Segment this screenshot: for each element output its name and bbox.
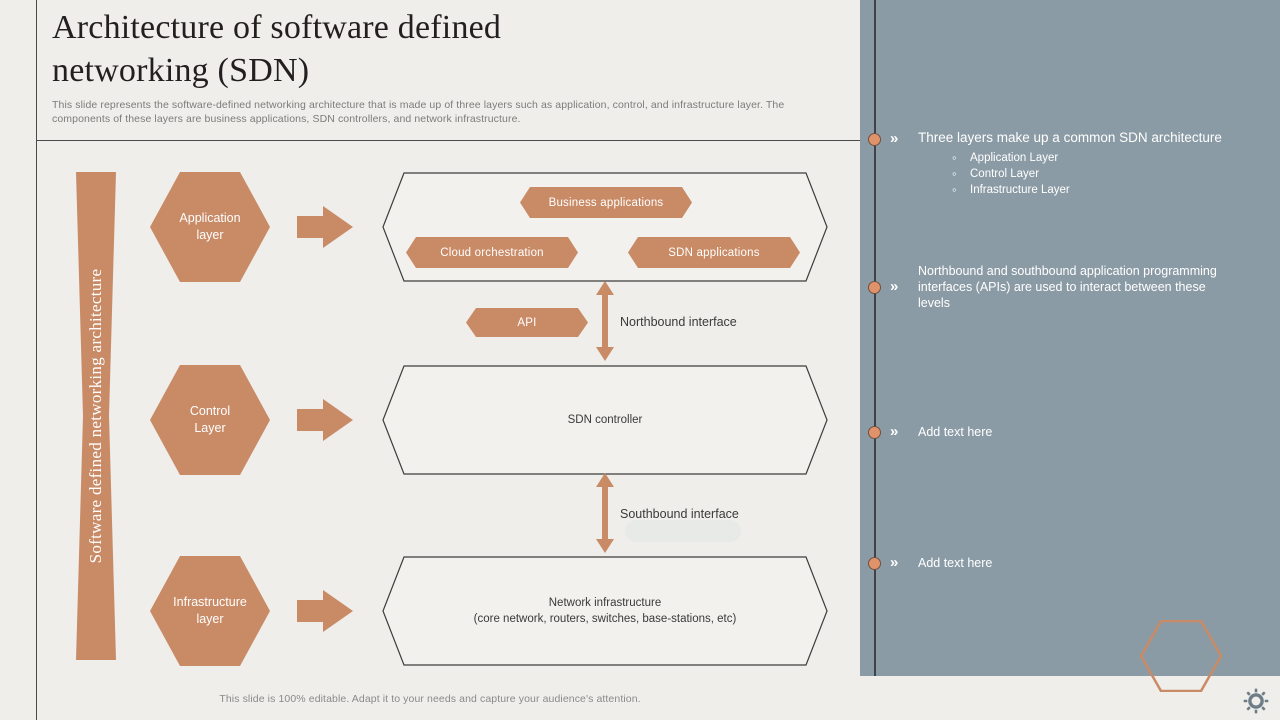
panel-item-3-text: Add text here	[918, 425, 993, 439]
panel-item-2-text: Northbound and southbound application pr…	[918, 264, 1217, 310]
panel-item-1-text: Three layers make up a common SDN archit…	[918, 130, 1222, 145]
panel-item-4-text: Add text here	[918, 556, 993, 570]
api-label: API	[517, 316, 537, 329]
application-layer-hexagon[interactable]	[150, 172, 270, 282]
application-layer-label-line2: layer	[196, 228, 224, 242]
infrastructure-layer-label-line1: Infrastructure	[173, 595, 247, 609]
infrastructure-layer-box[interactable]	[382, 556, 828, 666]
timeline-dot-icon	[868, 557, 881, 570]
gear-icon[interactable]	[1243, 688, 1269, 714]
network-infrastructure-title: Network infrastructure	[548, 597, 662, 609]
control-layer-hexagon[interactable]	[150, 365, 270, 475]
sdn-controller-label: SDN controller	[567, 414, 643, 426]
business-applications-label: Business applications	[548, 196, 664, 209]
timeline-dot-icon	[868, 133, 881, 146]
network-infrastructure-subtitle: (core network, routers, switches, base-s…	[473, 613, 737, 625]
sdn-applications-label: SDN applications	[668, 246, 760, 259]
frame-horizontal-rule	[36, 140, 860, 141]
business-applications-pill[interactable]	[520, 187, 692, 218]
footer-note: This slide is 100% editable. Adapt it to…	[219, 693, 641, 705]
cloud-orchestration-label: Cloud orchestration	[440, 246, 544, 259]
api-label-wrap: API	[466, 308, 588, 337]
arrow-right-icon-control	[297, 399, 353, 441]
southbound-double-arrow-icon	[596, 473, 614, 553]
list-item: Infrastructure Layer	[950, 182, 1280, 198]
chevron-double-right-icon: »	[890, 130, 899, 147]
northbound-interface-label: Northbound interface	[620, 315, 737, 329]
southbound-interface-label: Southbound interface	[620, 507, 739, 521]
list-item: Control Layer	[950, 166, 1280, 182]
cloud-orchestration-label-wrap: Cloud orchestration	[406, 237, 578, 268]
cloud-orchestration-pill[interactable]	[406, 237, 578, 268]
control-layer-label-line1: Control	[189, 404, 231, 418]
southbound-placeholder-shape	[625, 520, 741, 542]
header: Architecture of software defined network…	[52, 6, 852, 126]
notes-panel	[860, 0, 1280, 676]
chevron-double-right-icon: »	[890, 423, 899, 440]
panel-timeline-rule	[874, 0, 876, 676]
page-subtitle: This slide represents the software-defin…	[52, 99, 785, 125]
decorative-hexagon-icon	[1140, 620, 1222, 692]
frame-vertical-rule	[36, 0, 37, 720]
panel-item-1-sublist: Application Layer Control Layer Infrastr…	[950, 150, 1280, 198]
api-pill[interactable]	[466, 308, 588, 337]
application-layer-label-wrap: Application layer	[150, 172, 270, 282]
infrastructure-layer-box-label-wrap: Network infrastructure (core network, ro…	[382, 556, 828, 666]
infrastructure-layer-label-wrap: Infrastructure layer	[150, 556, 270, 666]
sdn-applications-pill[interactable]	[628, 237, 800, 268]
timeline-dot-icon	[868, 281, 881, 294]
sdn-applications-label-wrap: SDN applications	[628, 237, 800, 268]
control-layer-label-wrap: Control Layer	[150, 365, 270, 475]
control-layer-box[interactable]	[382, 365, 828, 475]
application-layer-label-line1: Application	[179, 211, 241, 225]
arrow-right-icon-application	[297, 206, 353, 248]
vertical-banner-shape	[76, 172, 116, 660]
infrastructure-layer-label-line2: layer	[196, 612, 224, 626]
northbound-double-arrow-icon	[596, 281, 614, 361]
control-layer-label-line2: Layer	[194, 421, 226, 435]
timeline-dot-icon	[868, 426, 881, 439]
chevron-double-right-icon: »	[890, 554, 899, 571]
arrow-right-icon-infrastructure	[297, 590, 353, 632]
control-layer-box-label-wrap: SDN controller	[382, 365, 828, 475]
chevron-double-right-icon: »	[890, 278, 899, 295]
list-item: Application Layer	[950, 150, 1280, 166]
business-applications-label-wrap: Business applications	[520, 187, 692, 218]
page-title: Architecture of software defined network…	[52, 9, 502, 89]
infrastructure-layer-hexagon[interactable]	[150, 556, 270, 666]
